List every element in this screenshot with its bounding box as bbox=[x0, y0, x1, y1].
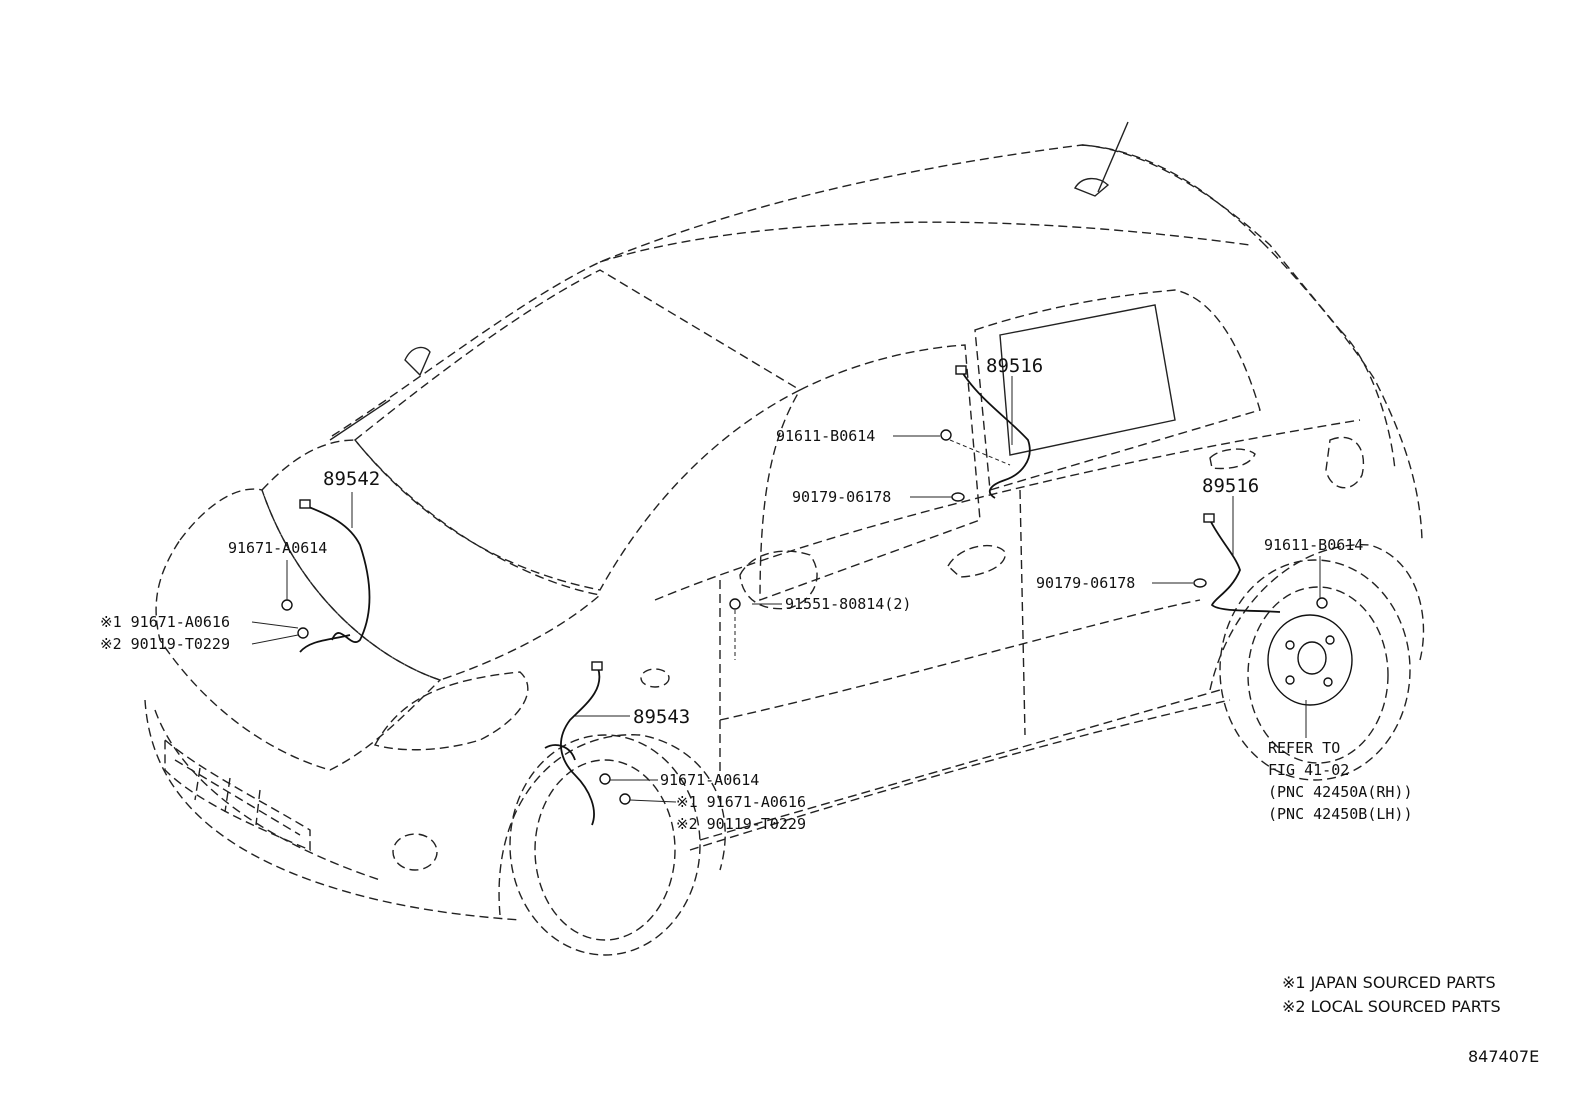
refer-line-3: (PNC 42450A(RH)) bbox=[1268, 783, 1413, 801]
label-91551-80814: 91551-80814(2) bbox=[785, 595, 911, 613]
legend-notes: ※1 JAPAN SOURCED PARTS ※2 LOCAL SOURCED … bbox=[1282, 973, 1539, 1066]
refer-line-1: REFER TO bbox=[1268, 739, 1340, 757]
label-fr-91671-a0616: ※1 91671-A0616 bbox=[676, 793, 806, 811]
refer-line-4: (PNC 42450B(LH)) bbox=[1268, 805, 1413, 823]
label-89516-upper: 89516 bbox=[986, 355, 1043, 377]
label-89516-rear: 89516 bbox=[1202, 475, 1259, 497]
part-labels: 89542 91671-A0614 ※1 91671-A0616 ※2 9011… bbox=[100, 355, 1413, 833]
refer-line-2: FIG 41-02 bbox=[1268, 761, 1349, 779]
label-89543: 89543 bbox=[633, 706, 690, 728]
note-local-sourced: ※2 LOCAL SOURCED PARTS bbox=[1282, 997, 1501, 1016]
label-fr-90119-t0229: ※2 90119-T0229 bbox=[676, 815, 806, 833]
note-japan-sourced: ※1 JAPAN SOURCED PARTS bbox=[1282, 973, 1496, 992]
label-rr-90179-06178-lower: 90179-06178 bbox=[1036, 574, 1135, 592]
label-fl-90119-t0229: ※2 90119-T0229 bbox=[100, 635, 230, 653]
figure-id: 847407E bbox=[1468, 1047, 1539, 1066]
label-fr-91671-a0614: 91671-A0614 bbox=[660, 771, 759, 789]
label-rr-91611-b0614-upper: 91611-B0614 bbox=[776, 427, 875, 445]
car-body bbox=[144, 121, 1425, 956]
leader-lines bbox=[251, 376, 1321, 803]
rear-hub-bearing bbox=[1267, 614, 1353, 706]
label-fl-91671-a0614: 91671-A0614 bbox=[228, 539, 327, 557]
fasteners bbox=[281, 429, 1328, 805]
label-fl-91671-a0616: ※1 91671-A0616 bbox=[100, 613, 230, 631]
label-rr-90179-06178-upper: 90179-06178 bbox=[792, 488, 891, 506]
sensor-wires bbox=[299, 365, 1281, 826]
label-rr-91611-b0614-lower: 91611-B0614 bbox=[1264, 536, 1363, 554]
label-89542: 89542 bbox=[323, 468, 380, 490]
